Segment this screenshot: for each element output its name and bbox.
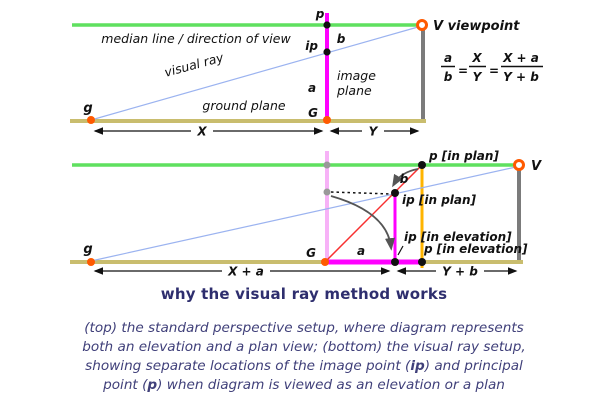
viewpoint-marker <box>416 19 428 31</box>
g-label: g <box>83 101 92 116</box>
visual-ray-diagrams: median line / direction of view visual r… <box>70 7 543 279</box>
rotation-arc-small <box>392 168 419 188</box>
viewpoint-label: V <box>531 159 542 174</box>
dim-yb-label: Y + b <box>442 265 478 279</box>
dim-xa-label: X + a <box>227 265 264 279</box>
point-G <box>323 116 331 124</box>
bottom-diagram: g G a b p [in plan] ip [in plan] ip [in … <box>70 149 542 279</box>
proportion-formula: a b = X Y = X + a Y + b <box>441 51 543 84</box>
point-ip <box>323 48 331 56</box>
ip-elevation-leader-tick <box>397 245 404 256</box>
point-ip-in-plan <box>391 189 399 197</box>
point-ip-in-elevation <box>391 258 399 266</box>
caption-line-4-tail: ) when diagram is viewed as an elevation… <box>157 377 505 393</box>
viewpoint-label: V viewpoint <box>433 19 520 34</box>
a-label: a <box>357 244 365 258</box>
point-p-in-plan <box>418 161 426 169</box>
p-in-plan-label: p [in plan] <box>428 149 499 163</box>
visual-ray-line <box>90 166 517 262</box>
caption-line-3-tail: ) and principal <box>424 358 523 374</box>
b-label: b <box>337 32 346 46</box>
point-G <box>321 258 329 266</box>
point-p <box>323 21 331 29</box>
figure-title: why the visual ray method works <box>160 285 448 303</box>
ground-plane-label: ground plane <box>202 98 285 113</box>
formula-mid-num: X <box>471 51 482 65</box>
top-diagram: median line / direction of view visual r… <box>70 7 543 139</box>
faded-point-ip <box>323 188 331 196</box>
caption-line-4-text: point ( <box>103 377 148 393</box>
visual-ray-label: visual ray <box>163 49 226 79</box>
formula-rhs-den: Y + b <box>503 70 539 84</box>
caption-line-2: both an elevation and a plan view; (bott… <box>82 339 526 355</box>
g-label: g <box>83 242 92 257</box>
G-label: G <box>306 246 316 260</box>
rotated-ray-line <box>325 165 422 262</box>
ip-in-plan-label: ip [in plan] <box>402 193 477 207</box>
caption-line-3: showing separate locations of the image … <box>0 357 608 376</box>
formula-lhs-num: a <box>444 51 452 65</box>
p-in-elevation-label: p [in elevation] <box>423 242 528 256</box>
point-p-in-elevation <box>418 258 426 266</box>
visual-ray-line <box>90 26 419 121</box>
G-label: G <box>308 106 318 120</box>
caption-line-1: (top) the standard perspective setup, wh… <box>84 320 524 336</box>
image-plane-label-2: plane <box>336 83 372 98</box>
point-g <box>87 258 95 266</box>
formula-rhs-num: X + a <box>502 51 539 65</box>
ip-in-elevation-label: ip [in elevation] <box>404 230 512 244</box>
caption-line-3-text: showing separate locations of the image … <box>85 358 411 374</box>
a-label: a <box>308 81 316 95</box>
rotation-arc-large <box>330 195 395 251</box>
dim-x-label: X <box>196 125 207 139</box>
formula-lhs-den: b <box>444 70 453 84</box>
dim-y-label: Y <box>369 125 379 139</box>
formula-mid-den: Y <box>473 70 483 84</box>
ip-label: ip <box>305 39 318 53</box>
p-label: p <box>315 7 325 21</box>
dotted-transfer-line <box>330 191 392 195</box>
b-label: b <box>400 172 409 186</box>
figure-caption: (top) the standard perspective setup, wh… <box>0 319 608 395</box>
viewpoint-marker <box>513 159 525 171</box>
caption-p-abbrev: p <box>147 377 158 393</box>
point-g <box>87 116 95 124</box>
caption-ip-abbrev: ip <box>410 358 425 374</box>
caption-line-4: point (p) when diagram is viewed as an e… <box>0 376 608 395</box>
formula-eq2: = <box>489 64 499 78</box>
median-line-label: median line / direction of view <box>101 31 291 46</box>
image-plane-label-1: image <box>337 68 376 83</box>
faded-point-p <box>323 161 331 169</box>
formula-eq1: = <box>458 64 468 78</box>
